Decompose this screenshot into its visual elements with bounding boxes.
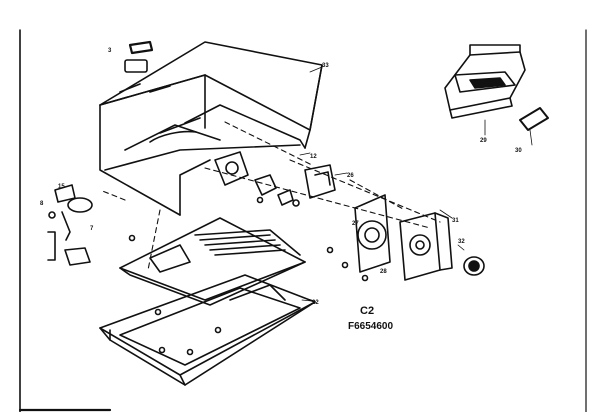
fan-motor-group <box>214 151 300 207</box>
stamp-line-2: F6654600 <box>348 321 393 332</box>
callout-number: 27 <box>352 221 359 227</box>
fan-bracket <box>304 164 336 199</box>
left-side-parts <box>47 184 93 266</box>
bottom-pan <box>99 274 316 386</box>
drip-tray <box>119 217 306 306</box>
stamp-line-1: C2 <box>360 305 374 317</box>
evaporator-housing <box>399 212 453 281</box>
callout-number: 8 <box>40 201 44 207</box>
callout-number: 28 <box>380 269 387 275</box>
fan-bracket-tab <box>314 171 331 186</box>
callout-number: 29 <box>480 138 487 144</box>
cabinet-box <box>99 41 323 216</box>
callout-number: 33 <box>322 63 329 69</box>
callout-number: 15 <box>58 184 65 190</box>
callout-number: 22 <box>312 300 319 306</box>
callout-number: 7 <box>90 226 94 232</box>
ice-bin <box>444 44 526 119</box>
part-number-callouts: 33 31 32 12 26 27 28 29 30 22 15 8 7 3 <box>40 48 522 306</box>
callout-number: 30 <box>515 148 522 154</box>
fan-shroud <box>354 194 391 273</box>
right-roller <box>519 107 549 131</box>
callout-leaders <box>299 66 533 302</box>
hinge-top <box>124 40 154 73</box>
screws <box>128 196 369 356</box>
callout-number: 26 <box>347 173 354 179</box>
callout-number: 31 <box>452 218 459 224</box>
callout-number: 32 <box>458 239 465 245</box>
callout-number: 3 <box>108 48 112 54</box>
fan-blade <box>463 256 485 276</box>
diagram-stamp: C2 F6654600 <box>348 305 393 332</box>
callout-number: 12 <box>310 154 317 160</box>
